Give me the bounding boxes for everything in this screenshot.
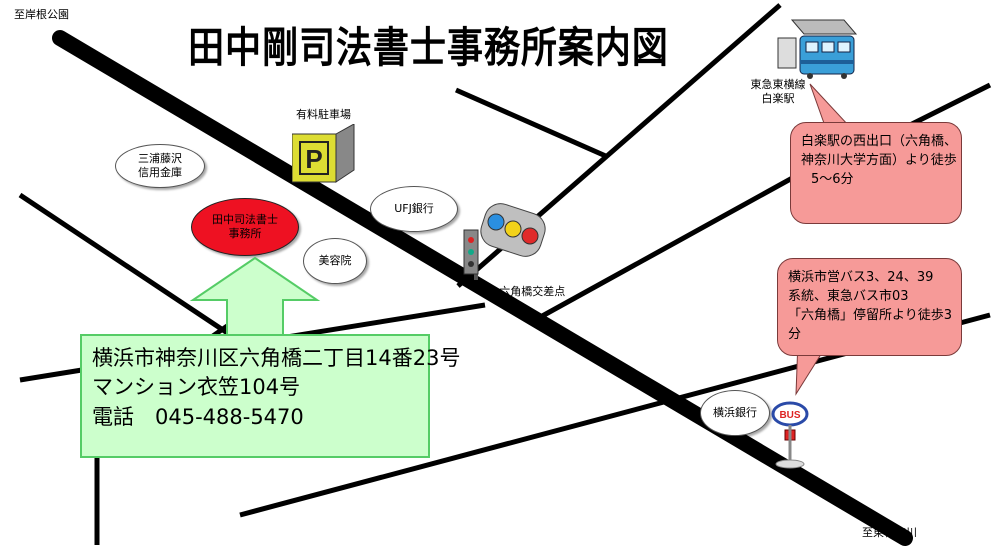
road-diagonal — [18, 192, 252, 351]
mitsuura-bank-line1: 三浦藤沢 — [138, 152, 182, 166]
address-line2: マンション衣笠104号 — [92, 375, 301, 400]
station-directions-line3: 5～6分 — [811, 171, 854, 187]
bus-sign-text: BUS — [779, 410, 800, 421]
yokohama-bank-bubble: 横浜銀行 — [700, 390, 770, 436]
train-station-icon — [770, 14, 860, 80]
address-box: 横浜市神奈川区六角橋二丁目14番23号 マンション衣笠104号 電話 045-4… — [80, 334, 461, 458]
bus-directions-line3: 「六角橋」停留所より徒歩3分 — [788, 307, 953, 342]
bus-directions-line2: 系統、東急バス市03 — [788, 288, 909, 304]
intersection-label: ←六角橋交差点 — [490, 285, 566, 298]
phone-number: 電話 045-488-5470 — [92, 404, 304, 429]
main-road — [52, 30, 913, 546]
beauty-salon-label: 美容院 — [318, 254, 352, 268]
ufj-bank-label: UFJ銀行 — [394, 202, 434, 216]
map-title: 田中剛司法書士事務所案内図 — [188, 23, 669, 72]
parking-sign-letter: P — [305, 144, 322, 174]
bus-stop-icon: BUS — [770, 400, 810, 472]
direction-label-bottom-right: 至東神奈川 — [862, 526, 917, 539]
beauty-salon-bubble: 美容院 — [303, 238, 367, 284]
mitsuura-bank-bubble: 三浦藤沢 信用金庫 — [115, 144, 205, 188]
office-arrow — [189, 256, 321, 345]
station-directions-line1: 白楽駅の西出口（六角橋、 — [801, 134, 958, 149]
road-to-station — [533, 157, 827, 323]
office-marker-line1: 田中司法書士 — [212, 213, 278, 227]
parking-sign-icon: P — [291, 123, 356, 186]
yokohama-bank-label: 横浜銀行 — [713, 406, 757, 420]
direction-label-top-left: 至岸根公園 — [14, 8, 69, 21]
station-directions-callout: 白楽駅の西出口（六角橋、 神奈川大学方面）より徒歩 5～6分 — [790, 122, 962, 224]
traffic-signal-icon — [460, 200, 550, 280]
mitsuura-bank-line2: 信用金庫 — [138, 166, 182, 179]
bus-directions-callout: 横浜市営バス3、24、39 系統、東急バス市03 「六角橋」停留所より徒歩3分 — [777, 258, 962, 356]
office-marker: 田中司法書士 事務所 — [191, 198, 299, 256]
address-line1: 横浜市神奈川区六角橋二丁目14番23号 — [92, 346, 461, 370]
bus-directions-line1: 横浜市営バス3、24、39 — [788, 270, 934, 285]
station-directions-line2: 神奈川大学方面）より徒歩 — [801, 152, 957, 168]
office-marker-line2: 事務所 — [228, 227, 262, 240]
road-upper — [454, 87, 610, 160]
station-name: 白楽駅 — [761, 91, 795, 105]
ufj-bank-bubble: UFJ銀行 — [370, 186, 458, 232]
station-line-name: 東急東横線 — [750, 78, 806, 91]
parking-label: 有料駐車場 — [296, 108, 351, 121]
station-label: 東急東横線 白楽駅 — [740, 78, 816, 106]
